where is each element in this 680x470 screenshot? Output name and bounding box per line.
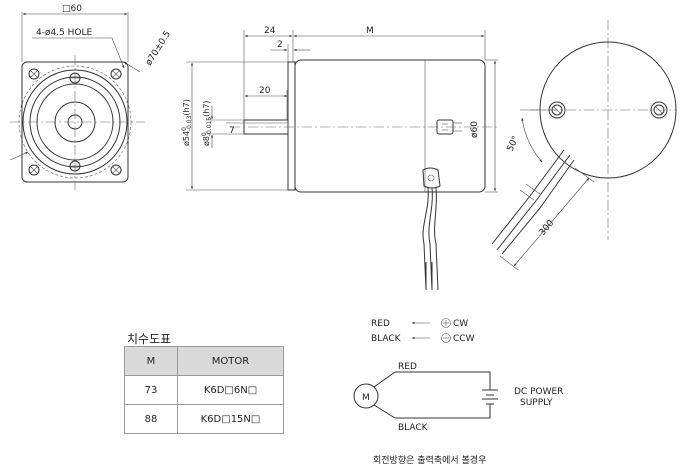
- ccw-label: CCW: [453, 334, 475, 344]
- svg-text:ø80-0.015(h7): ø80-0.015(h7): [201, 100, 213, 146]
- pcd-label: ø70±0.5: [144, 29, 173, 67]
- table-cell-m: 73: [124, 375, 178, 405]
- red-cw-wire-label: RED: [371, 319, 390, 329]
- front-view: □60 4-ø4.5 HOLE ø70±0.5: [9, 4, 173, 190]
- shaft-fit: (h7): [202, 100, 211, 116]
- lead-length-label: 300: [538, 218, 557, 238]
- table-row: 73 K6D□6N□: [124, 375, 284, 405]
- dim-7-label: 7: [229, 126, 235, 136]
- shaft-tol-upper: 0: [201, 132, 208, 136]
- mounting-holes: [28, 68, 122, 176]
- wiring-diagram: RED CW BLACK CCW M RED BLACK DC POWER SU…: [353, 318, 563, 466]
- dim-m-label: M: [366, 26, 374, 36]
- dimension-table: M MOTOR 73 K6D□6N□ 88 K6D□15N□: [124, 346, 284, 434]
- black-wire-label: BLACK: [398, 423, 429, 433]
- angle-label: 50°: [506, 135, 522, 154]
- header-m: M: [124, 346, 178, 376]
- lead-wires: [422, 187, 439, 291]
- motor-symbol-label: M: [362, 393, 370, 403]
- body-diameter-label: ø60: [470, 121, 480, 138]
- dim-2-label: 2: [277, 40, 283, 50]
- supply-label-line1: DC POWER: [514, 387, 563, 397]
- motor-body: [294, 59, 486, 193]
- table-cell-m: 88: [124, 404, 178, 434]
- red-wire-label: RED: [398, 362, 417, 372]
- flange-plate: [287, 61, 296, 191]
- square-dimension-label: □60: [62, 4, 82, 14]
- svg-text:ø540-0.03(h7): ø540-0.03(h7): [181, 99, 193, 146]
- table-cell-motor: K6D□6N□: [177, 375, 284, 405]
- table-row: 88 K6D□15N□: [124, 404, 284, 434]
- hole-label: 4-ø4.5 HOLE: [36, 28, 93, 38]
- black-ccw-wire-label: BLACK: [371, 334, 402, 344]
- flange-diameter-label: ø54: [182, 131, 191, 146]
- rear-view: 50° 300: [491, 20, 677, 271]
- header-motor: MOTOR: [177, 346, 284, 376]
- cw-label: CW: [453, 319, 468, 329]
- dim-24-label: 24: [264, 26, 276, 36]
- rotation-caption: 회전방향은 출력축에서 볼경우: [373, 454, 486, 466]
- flange-tol-lower: -0.03: [186, 115, 193, 131]
- rear-screw-right: [650, 101, 668, 119]
- flange-tol-upper: 0: [181, 127, 188, 131]
- table-cell-motor: K6D□15N□: [177, 404, 284, 434]
- flange-fit: (h7): [182, 99, 191, 115]
- table-header-row: M MOTOR: [124, 346, 284, 376]
- side-view: 24 M 2 20 ø540-0.03(h7): [181, 26, 500, 291]
- motor-symbol: [353, 383, 379, 409]
- shaft-tol-lower: -0.015: [206, 117, 213, 137]
- table-title: 치수도표: [127, 332, 172, 346]
- shaft-diameter-label: ø8: [202, 136, 211, 146]
- dim-20-label: 20: [259, 86, 271, 96]
- supply-label-line2: SUPPLY: [520, 398, 553, 408]
